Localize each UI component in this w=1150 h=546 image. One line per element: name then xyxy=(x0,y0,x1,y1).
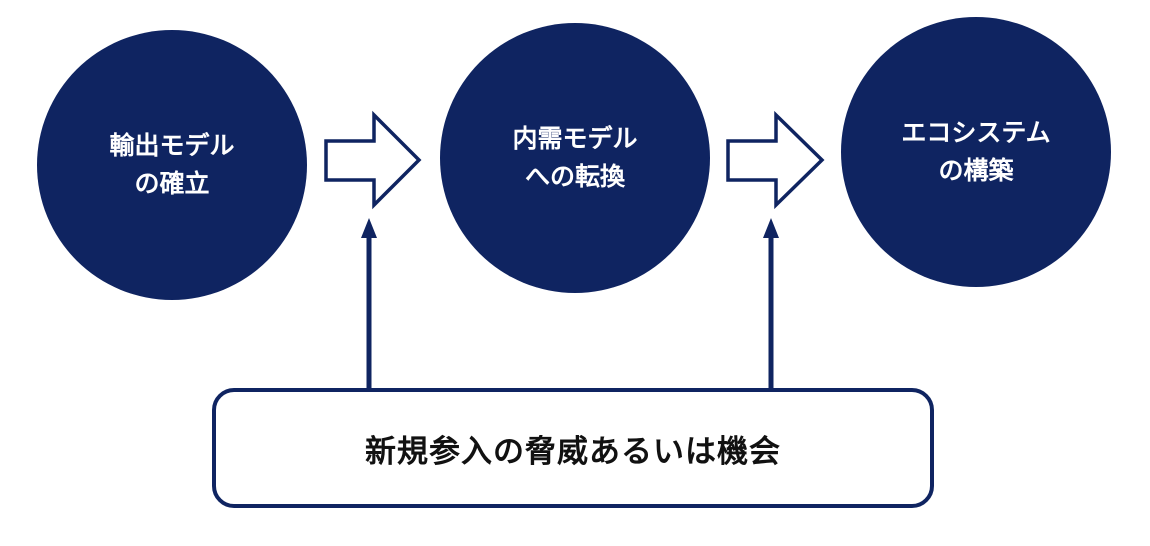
stage-label-3-line1: エコシステム xyxy=(901,118,1051,147)
stage-label-3-line2: の構築 xyxy=(938,156,1014,185)
up-arrow-1-head xyxy=(361,218,377,238)
stage-label-3: エコシステム の構築 xyxy=(901,114,1050,190)
stage-circle-domestic-model: 内需モデル への転換 xyxy=(440,23,710,293)
influence-box: 新規参入の脅威あるいは機会 xyxy=(212,388,934,508)
stage-label-1: 輸出モデル の確立 xyxy=(109,127,234,203)
stage-label-1-line1: 輸出モデル xyxy=(109,131,235,160)
influence-label: 新規参入の脅威あるいは機会 xyxy=(365,433,781,470)
stage-label-1-line2: の確立 xyxy=(134,169,210,198)
block-arrow-2 xyxy=(726,110,825,210)
stage-label-2-line2: への転換 xyxy=(524,162,625,191)
stage-circle-ecosystem: エコシステム の構築 xyxy=(841,17,1111,287)
stage-circle-export-model: 輸出モデル の確立 xyxy=(37,30,307,300)
up-arrow-2-head xyxy=(763,218,779,238)
block-arrow-1 xyxy=(324,110,422,210)
stage-label-2: 内需モデル への転換 xyxy=(512,120,637,196)
stage-label-2-line1: 内需モデル xyxy=(512,124,638,153)
